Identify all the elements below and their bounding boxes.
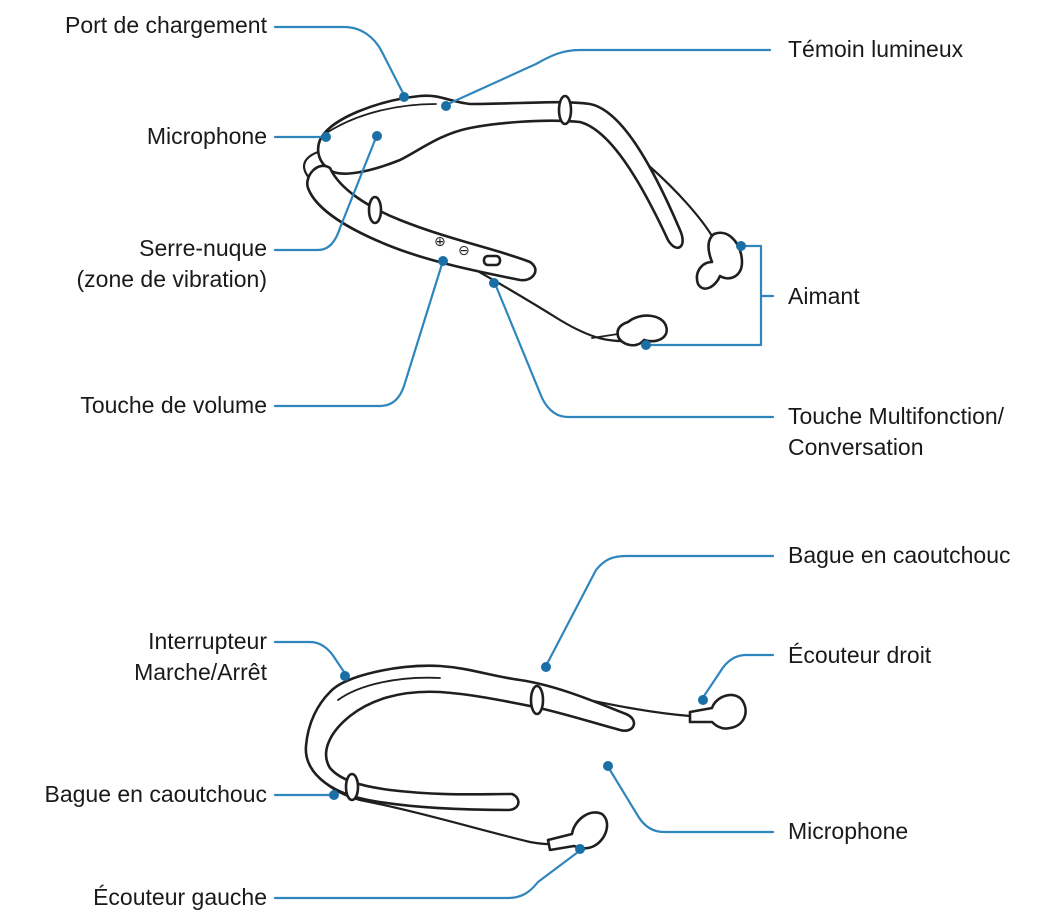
label-volume-key: Touche de volume	[80, 392, 267, 418]
top-ring-right	[557, 94, 573, 126]
dot-neckband	[372, 131, 382, 141]
label-right-earbud: Écouteur droit	[788, 642, 932, 668]
dot-mic-bottom	[603, 761, 613, 771]
label-neckband-line2: (zone de vibration)	[76, 266, 268, 292]
top-left-earbud	[616, 314, 668, 347]
leader-neckband	[273, 138, 377, 252]
leader-multifunction	[494, 284, 775, 419]
top-ring-left	[367, 195, 383, 225]
bottom-neckband-inner	[337, 676, 441, 701]
label-magnet: Aimant	[788, 283, 860, 309]
leader-mic-bottom	[608, 768, 775, 834]
label-power-switch-line2: Marche/Arrêt	[134, 659, 267, 685]
label-multifunction-line1: Touche Multifonction/	[788, 403, 1005, 429]
top-left-earbud-stem	[591, 333, 619, 339]
label-left-earbud: Écouteur gauche	[93, 884, 267, 910]
label-rubber-ring-right: Bague en caoutchouc	[788, 542, 1011, 568]
top-neckband-inner	[327, 103, 437, 133]
leader-lines	[273, 25, 775, 900]
bottom-left-earbud	[546, 811, 609, 852]
dot-mic-top	[321, 132, 331, 142]
top-neckband-body	[316, 94, 684, 249]
leader-left-earbud	[273, 850, 580, 900]
label-charging-port: Port de chargement	[64, 12, 267, 38]
leader-led	[446, 48, 772, 106]
dot-multifunction	[489, 278, 499, 288]
label-microphone-top: Microphone	[146, 123, 267, 149]
leader-ring-right	[546, 554, 775, 664]
dot-volume	[438, 256, 448, 266]
volume-minus-glyph: ⊖	[458, 242, 470, 258]
dot-charging-port	[399, 92, 409, 102]
bottom-ring-right	[529, 684, 545, 716]
dot-magnet-lower	[641, 340, 651, 350]
volume-plus-glyph: ⊕	[434, 233, 446, 249]
dot-ring-left	[329, 790, 339, 800]
leader-volume	[273, 262, 444, 408]
call-key-shape	[482, 254, 502, 267]
top-left-arm	[306, 164, 537, 282]
label-rubber-ring-left: Bague en caoutchouc	[44, 781, 267, 807]
headset-top-illustration: ⊕ ⊖	[302, 94, 744, 347]
bottom-neckband-body	[304, 664, 636, 812]
bottom-right-earbud	[688, 693, 747, 730]
leader-power	[273, 640, 346, 674]
dot-power	[340, 671, 350, 681]
dot-ring-right	[541, 662, 551, 672]
label-power-switch-line1: Interrupteur	[148, 628, 267, 654]
leader-charging-port	[273, 25, 406, 97]
label-multifunction-key: Touche Multifonction/ Conversation	[788, 401, 1004, 463]
label-neckband: Serre-nuque (zone de vibration)	[77, 233, 268, 295]
top-right-earbud	[695, 231, 744, 290]
label-microphone-bottom: Microphone	[788, 818, 909, 844]
headset-bottom-illustration	[304, 664, 747, 852]
dot-left-earbud	[575, 844, 585, 854]
dot-magnet-upper	[736, 241, 746, 251]
dot-led	[441, 101, 451, 111]
label-led: Témoin lumineux	[788, 36, 964, 62]
label-neckband-line1: Serre-nuque	[139, 235, 267, 261]
leader-right-earbud	[702, 653, 775, 698]
bottom-ring-left	[344, 772, 360, 802]
label-power-switch: Interrupteur Marche/Arrêt	[134, 626, 267, 688]
label-multifunction-line2: Conversation	[788, 434, 924, 460]
dot-right-earbud	[698, 695, 708, 705]
